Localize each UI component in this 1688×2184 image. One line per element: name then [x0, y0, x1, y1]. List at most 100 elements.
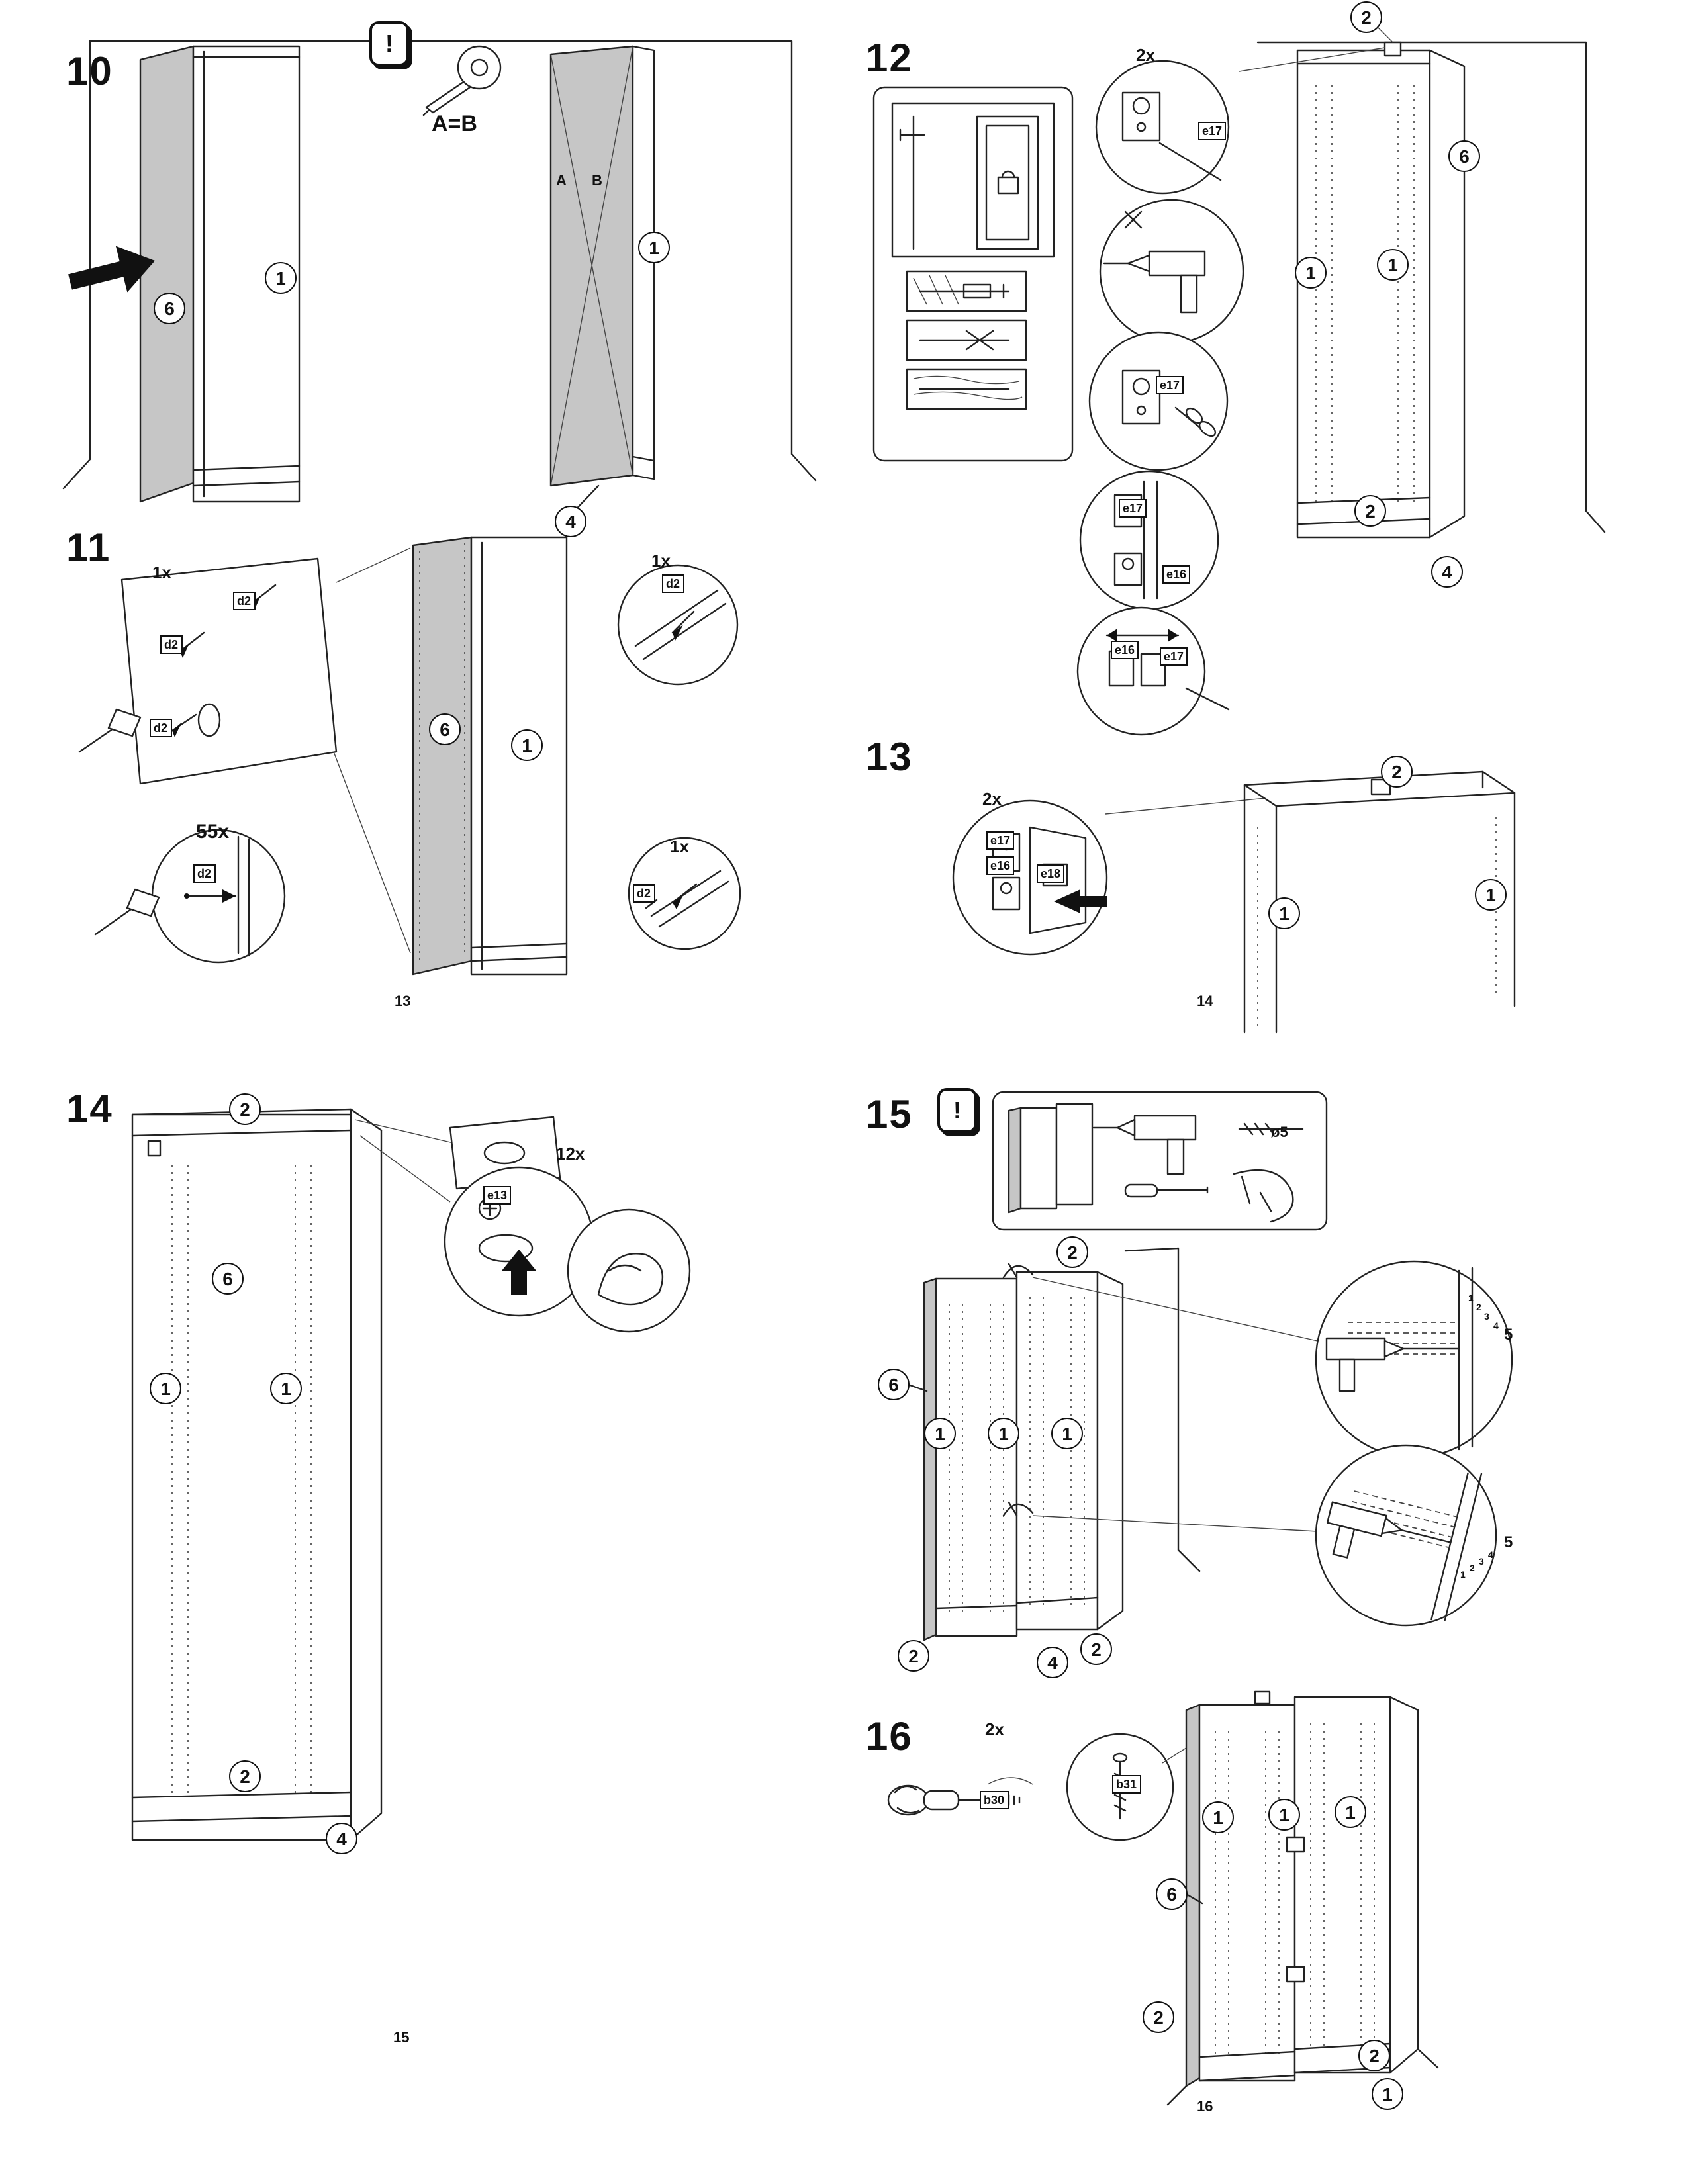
callout-part-1: 1 — [1268, 897, 1300, 929]
joined-wardrobes — [1166, 1690, 1439, 2106]
step-10-drawing — [62, 40, 817, 516]
push-arrow — [68, 246, 156, 293]
quantity-label: 12x — [556, 1144, 585, 1163]
depth-mark-3: 3 — [1479, 1558, 1484, 1567]
tools-panel — [992, 1091, 1328, 1231]
wardrobe-frame-left — [139, 45, 301, 503]
joined-wardrobes — [907, 1247, 1201, 1641]
callout-part-6: 6 — [1448, 140, 1480, 172]
callout-part-2: 2 — [1358, 2040, 1390, 2071]
callout-part-2: 2 — [898, 1640, 929, 1672]
warning-icon: ! — [369, 21, 409, 66]
part-code-d2: d2 — [633, 884, 655, 903]
room-walls — [62, 40, 817, 490]
connector-bracket-mid — [1286, 1966, 1305, 1983]
clamp-icon — [1233, 1169, 1294, 1223]
quantity-label: 1x — [152, 563, 171, 582]
step-11-drawing — [78, 536, 741, 976]
part-code-b30: b30 — [980, 1791, 1009, 1809]
callout-part-1: 1 — [1051, 1418, 1083, 1449]
part-code-e18: e18 — [1037, 864, 1065, 883]
callout-part-2: 2 — [229, 1760, 261, 1792]
part-code-e16: e16 — [986, 856, 1015, 875]
part-code-d2: d2 — [662, 574, 684, 593]
quantity-label: 2x — [982, 789, 1002, 809]
depth-mark-1: 1 — [1460, 1571, 1466, 1580]
connector-bracket-top — [1286, 1836, 1305, 1853]
step-14-label: 14 — [66, 1088, 113, 1132]
depth-mark-4: 4 — [1493, 1322, 1499, 1332]
callout-part-2: 2 — [1350, 1, 1382, 33]
wardrobe-frame — [1239, 21, 1466, 539]
callout-part-1: 1 — [270, 1373, 302, 1404]
callout-part-4: 4 — [1037, 1647, 1068, 1678]
bracket-cover-detail — [952, 799, 1108, 956]
quantity-label: 1x — [670, 837, 689, 856]
part-code-b31: b31 — [1112, 1775, 1141, 1794]
room-walls-right — [1256, 41, 1606, 533]
step-15-drawing — [907, 1091, 1513, 1641]
panel-label-a: A — [556, 173, 567, 189]
callout-part-4: 4 — [1431, 556, 1463, 588]
back-panel-detail — [120, 557, 338, 785]
nail-detail-bottom-left — [151, 829, 286, 964]
drill-icon — [1092, 1115, 1197, 1175]
depth-mark-5: 5 — [1504, 1533, 1513, 1551]
hammer-icon — [78, 708, 142, 753]
step-16-label: 16 — [866, 1715, 913, 1759]
quantity-label-nails: 55x — [196, 821, 230, 843]
depth-mark-2: 2 — [1476, 1304, 1481, 1313]
part-code-d2: d2 — [233, 592, 256, 610]
panel-label-b: B — [592, 173, 602, 189]
step-13-label: 13 — [866, 736, 913, 780]
quantity-label: 1x — [651, 551, 671, 570]
callout-part-2: 2 — [1143, 2001, 1174, 2033]
callout-part-1: 1 — [1268, 1799, 1300, 1831]
part-code-e17: e17 — [1160, 647, 1188, 666]
nail-detail-bottom-right — [628, 837, 741, 950]
callout-part-2: 2 — [229, 1093, 261, 1125]
callout-part-1: 1 — [1372, 2078, 1403, 2110]
bracket-wingkey-detail — [1088, 331, 1229, 471]
nail-detail-top-right — [617, 564, 739, 686]
part-code-e16: e16 — [1111, 641, 1139, 659]
hammer-icon-small — [94, 888, 160, 936]
callout-part-1: 1 — [1202, 1801, 1234, 1833]
callout-part-6: 6 — [154, 293, 185, 324]
press-finger-detail-circle — [567, 1208, 691, 1333]
callout-part-1: 1 — [924, 1418, 956, 1449]
wardrobe-frame-right — [549, 45, 655, 516]
step-10-label: 10 — [66, 50, 113, 94]
callout-part-6: 6 — [1156, 1878, 1188, 1910]
callout-part-2: 2 — [1381, 756, 1413, 788]
part-code-d2: d2 — [160, 635, 183, 654]
drill-diameter-label: ø5 — [1271, 1125, 1288, 1141]
callout-part-6: 6 — [429, 713, 461, 745]
callout-part-1: 1 — [988, 1418, 1019, 1449]
step-12-label: 12 — [866, 37, 913, 81]
part-code-e17: e17 — [1156, 376, 1184, 394]
callout-part-4: 4 — [326, 1823, 357, 1854]
quantity-label: 2x — [985, 1719, 1004, 1739]
bracket-screw-detail — [1095, 60, 1230, 195]
callout-part-2: 2 — [1080, 1633, 1112, 1665]
bracket-pair-detail — [1079, 470, 1219, 610]
footer-page-number-right: 16 — [1197, 2099, 1213, 2115]
depth-mark-1: 1 — [1468, 1295, 1474, 1304]
callout-part-6: 6 — [212, 1263, 244, 1295]
clamp-mid — [1002, 1501, 1034, 1517]
depth-mark-5: 5 — [1504, 1325, 1513, 1343]
callout-part-1: 1 — [638, 232, 670, 263]
cap-detail-circle — [444, 1166, 594, 1317]
adjust-detail — [1076, 606, 1230, 736]
depth-mark-4: 4 — [1488, 1551, 1493, 1561]
measure-equal-note: A=B — [432, 111, 477, 136]
part-code-e17: e17 — [1198, 122, 1227, 140]
warning-icon: ! — [937, 1088, 977, 1133]
drill-depth-detail-1 — [1315, 1260, 1513, 1459]
footer-page-number-left: 15 — [393, 2030, 410, 2046]
drill-depth-detail-2 — [1315, 1444, 1497, 1627]
step-14-drawing — [131, 1108, 691, 1841]
callout-part-1: 1 — [150, 1373, 181, 1404]
